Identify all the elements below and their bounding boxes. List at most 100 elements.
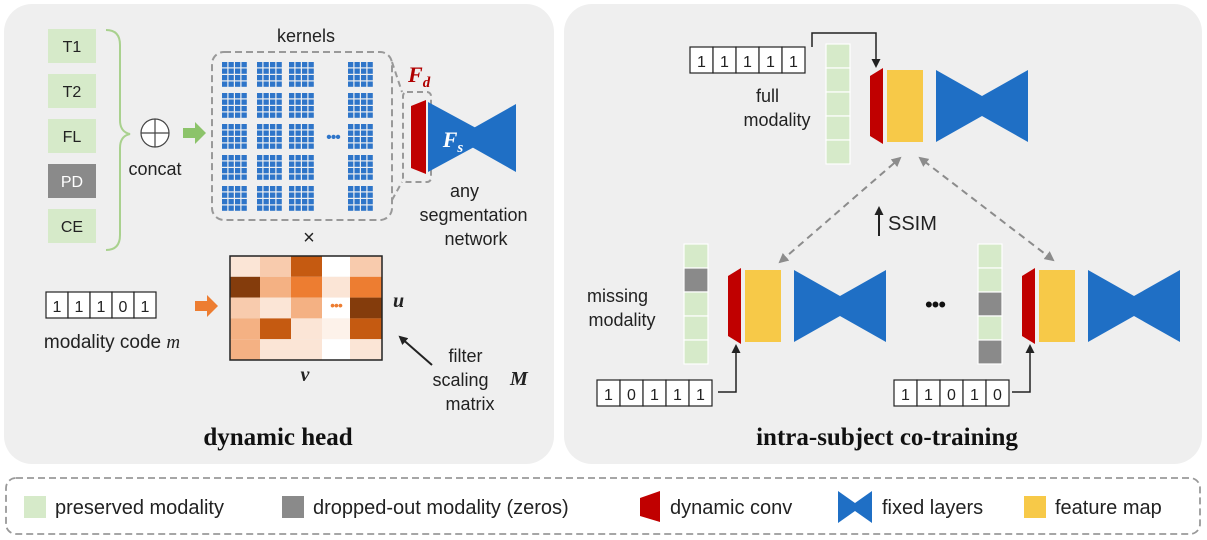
kernel-cell xyxy=(361,106,367,112)
full-modality-network xyxy=(825,43,1028,165)
kernel-cell xyxy=(276,93,282,99)
kernel-cell xyxy=(289,199,295,205)
kernel-cell xyxy=(257,112,263,118)
fixed-layers xyxy=(794,270,886,342)
kernel-cell xyxy=(228,168,234,174)
dynamic-conv-layer xyxy=(870,68,883,144)
full-modality-label: full modality xyxy=(743,86,810,130)
fs-label: Fs xyxy=(442,127,464,156)
kernel-cell xyxy=(263,81,269,87)
kernel-cell xyxy=(257,186,263,192)
legend-item-feature-map: feature map xyxy=(1024,496,1162,519)
matrix-cell xyxy=(260,318,291,340)
modality-label-fl: FL xyxy=(63,129,82,146)
filter-matrix-symbol: M xyxy=(509,368,529,390)
dropped-modality-swatch xyxy=(282,496,304,518)
kernel-cell xyxy=(276,192,282,198)
segmentation-network-shape xyxy=(428,102,476,172)
kernel-cell xyxy=(361,68,367,74)
ssim-label: SSIM xyxy=(888,213,937,235)
kernel-cell xyxy=(367,99,373,105)
kernel-cell xyxy=(361,199,367,205)
kernel-cell xyxy=(276,168,282,174)
code-bit-value: 1 xyxy=(766,54,775,71)
matrix-cell xyxy=(230,339,260,360)
kernel-cell xyxy=(241,112,247,118)
kernel-cell xyxy=(235,130,241,136)
kernel-cell xyxy=(241,75,247,81)
kernel-cell xyxy=(348,68,354,74)
kernel-cell xyxy=(289,93,295,99)
matrix-cell xyxy=(322,276,350,298)
kernel-cell xyxy=(235,68,241,74)
concat-symbol xyxy=(140,118,170,148)
kernel-cell xyxy=(276,199,282,205)
kernel-cell xyxy=(354,205,360,211)
kernel-cell xyxy=(354,93,360,99)
kernel-cell xyxy=(289,124,295,130)
kernel-cell xyxy=(257,99,263,105)
feature-map xyxy=(1039,270,1075,342)
kernel-cell xyxy=(367,192,373,198)
kernel-cell xyxy=(263,174,269,180)
kernel-cell xyxy=(302,186,308,192)
legend-label-fixed-layers: fixed layers xyxy=(882,497,983,519)
kernel-cell xyxy=(361,124,367,130)
kernel-cell xyxy=(348,205,354,211)
network-ellipsis: ••• xyxy=(925,292,945,317)
kernel-cell xyxy=(263,112,269,118)
kernel-cell xyxy=(302,143,308,149)
kernel-cell xyxy=(308,161,314,167)
kernel-cell xyxy=(302,192,308,198)
kernel-cell xyxy=(222,168,228,174)
matrix-cell xyxy=(322,256,350,277)
kernel-cell xyxy=(276,174,282,180)
kernel-cell xyxy=(361,112,367,118)
preserved-modality-cell xyxy=(977,267,1003,293)
kernel-cell xyxy=(361,168,367,174)
kernel-cell xyxy=(276,124,282,130)
kernel-cell xyxy=(241,155,247,161)
kernel-cell xyxy=(361,130,367,136)
code-bit-value: 1 xyxy=(696,387,705,404)
preserved-modality-cell xyxy=(825,91,851,117)
kernels-box xyxy=(211,51,393,221)
kernel-cell xyxy=(289,106,295,112)
kernel-cell xyxy=(276,137,282,143)
right-panel-title: intra-subject co-training xyxy=(756,424,1018,451)
matrix-cell xyxy=(260,297,291,319)
kernel-cell xyxy=(276,68,282,74)
kernel-cell xyxy=(348,192,354,198)
code-bit-box xyxy=(781,46,806,74)
kernel-cell xyxy=(270,112,276,118)
missing-code-1-arrow xyxy=(718,344,741,393)
kernel-cell xyxy=(308,112,314,118)
kernel-ellipsis: ••• xyxy=(326,129,340,146)
kernel-cell xyxy=(302,81,308,87)
kernel-cell xyxy=(263,62,269,68)
kernel-cell xyxy=(289,186,295,192)
kernel-cell xyxy=(289,99,295,105)
kernel-cell xyxy=(361,99,367,105)
kernel-cell xyxy=(228,106,234,112)
kernel-cell xyxy=(308,137,314,143)
modality-box-t1 xyxy=(48,29,96,63)
kernel-cell xyxy=(367,155,373,161)
kernel-cell xyxy=(276,62,282,68)
kernel-cell xyxy=(228,99,234,105)
kernel-cell xyxy=(235,93,241,99)
legend-item-dynamic-conv: dynamic conv xyxy=(640,491,792,522)
kernel-cell xyxy=(276,130,282,136)
kernel-cell xyxy=(270,81,276,87)
ssim-link-right xyxy=(918,156,1055,262)
kernel-cell xyxy=(354,68,360,74)
kernel-cell xyxy=(302,112,308,118)
feature-map-swatch xyxy=(1024,496,1046,518)
matrix-u-label: u xyxy=(393,290,404,312)
kernel-cell xyxy=(263,192,269,198)
kernel-cell xyxy=(308,99,314,105)
kernel-cell xyxy=(235,62,241,68)
